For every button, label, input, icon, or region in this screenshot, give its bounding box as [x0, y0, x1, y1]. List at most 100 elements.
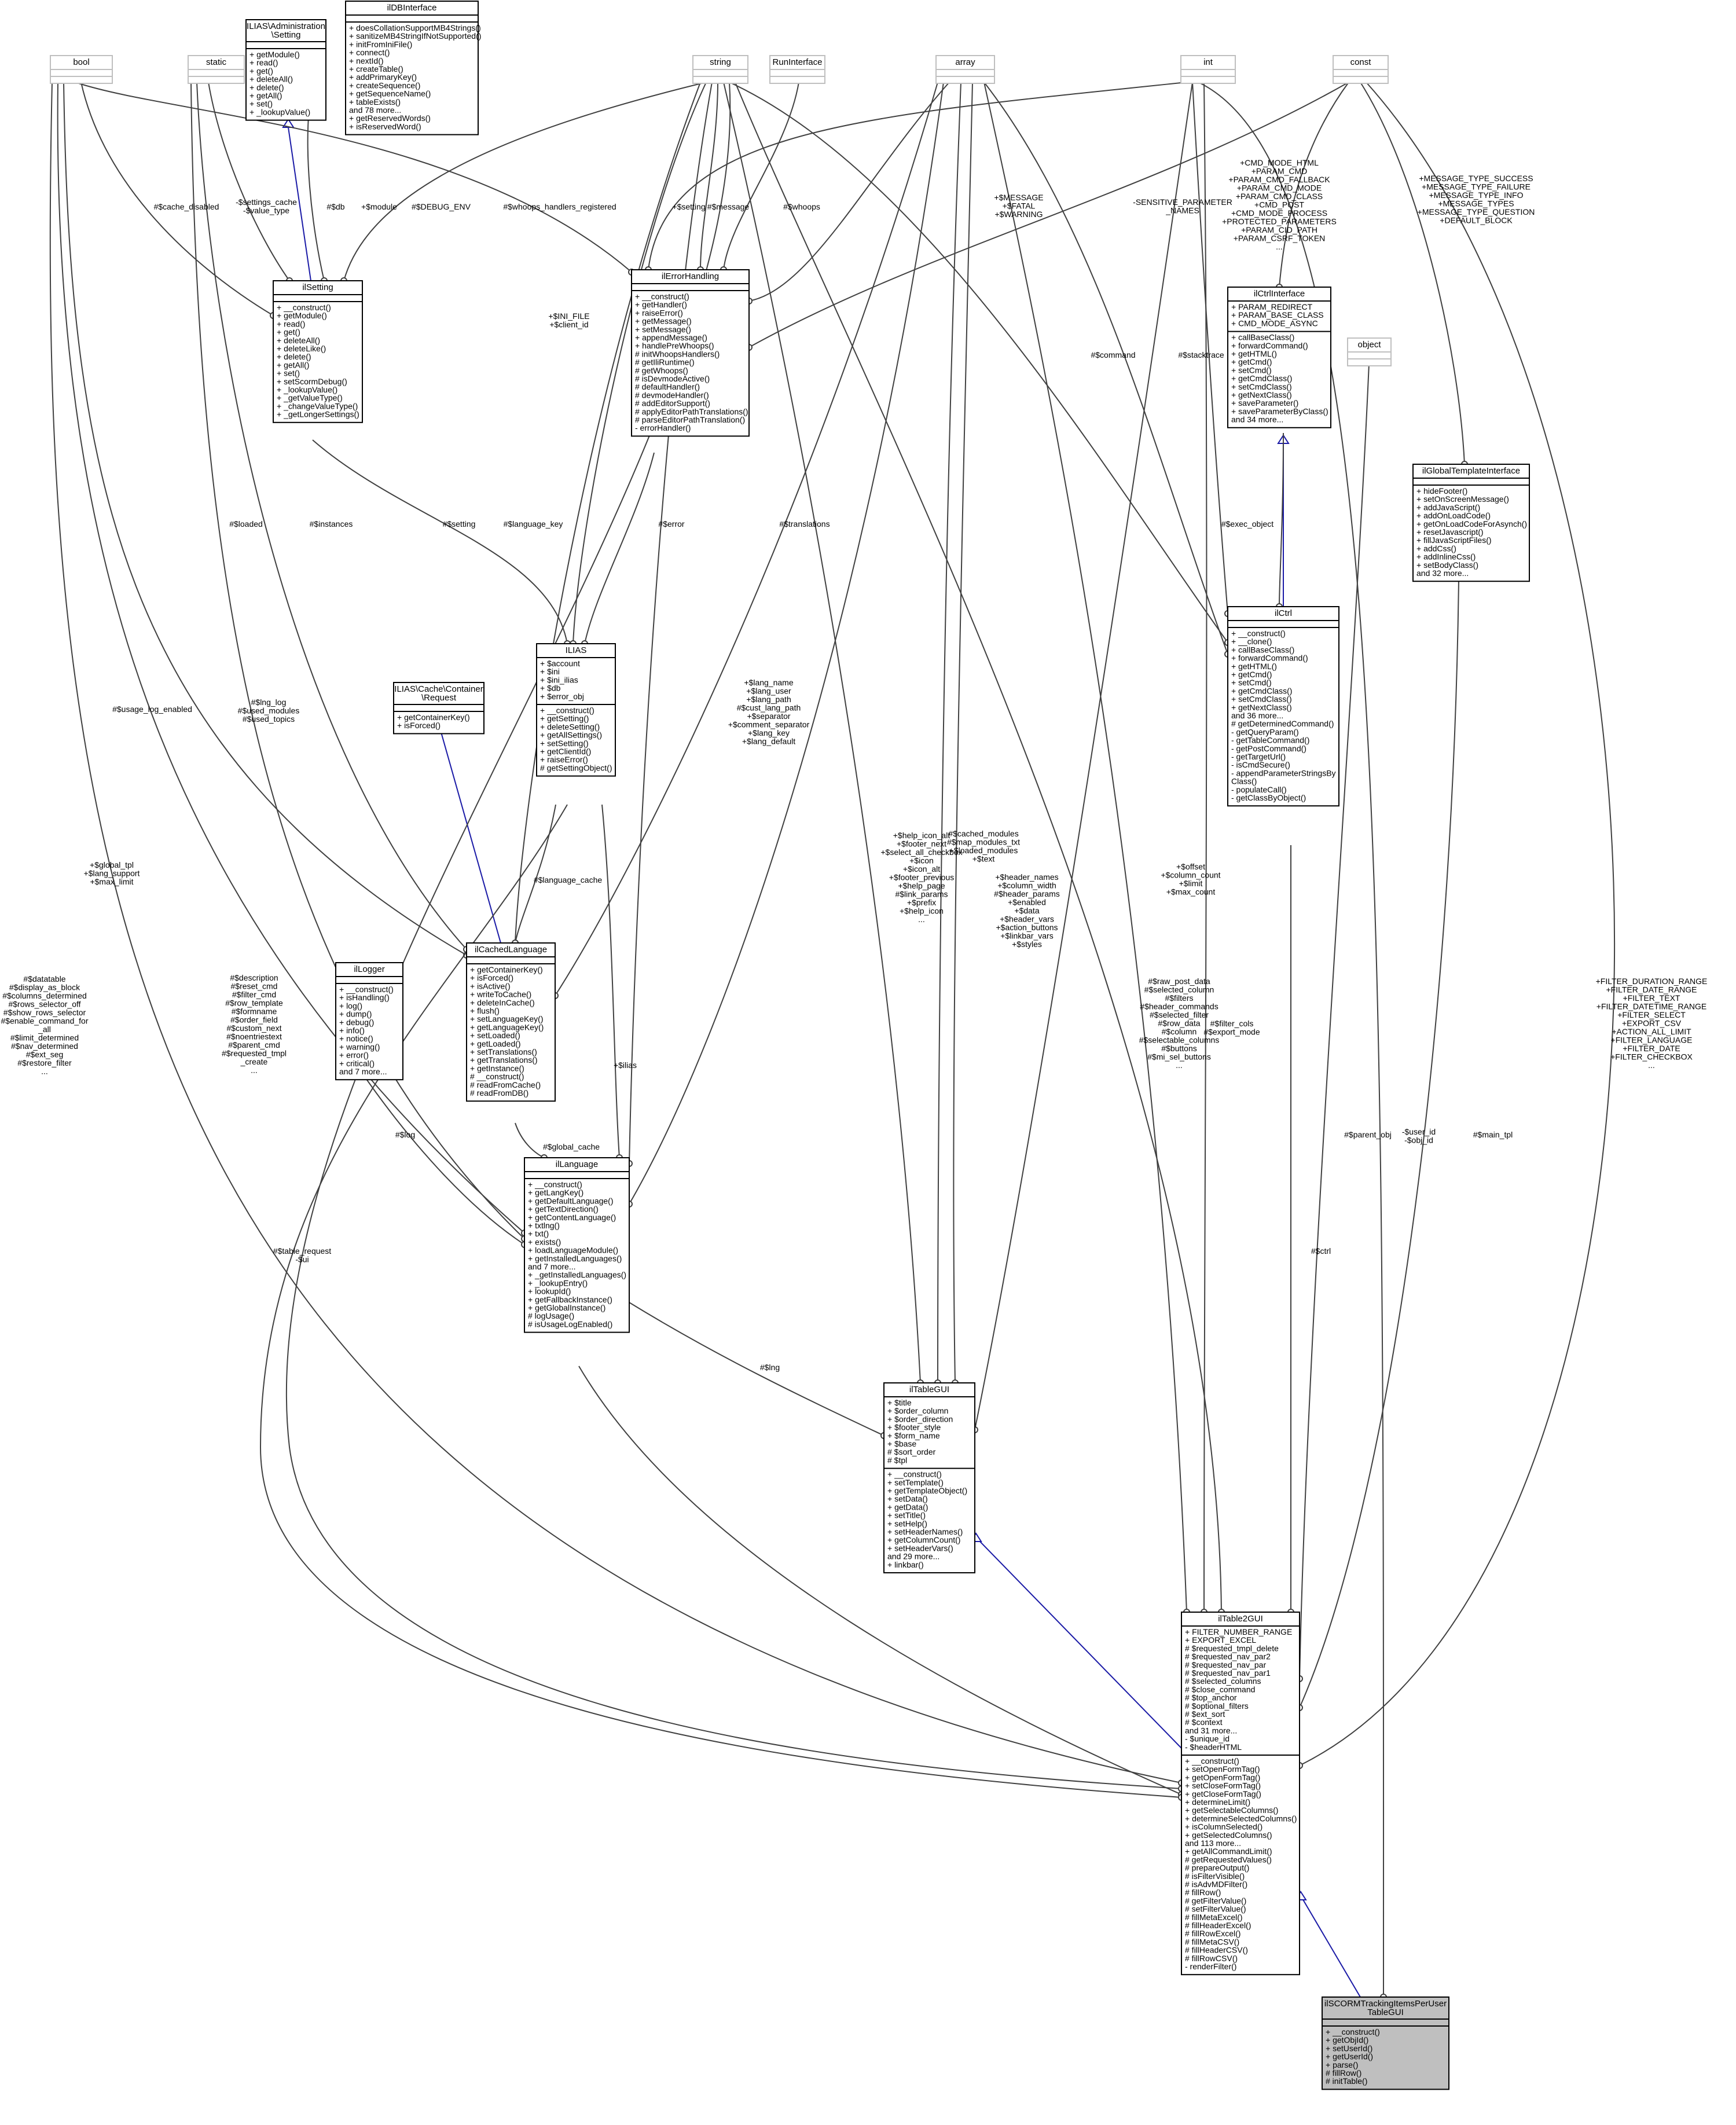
- edge-line: [723, 82, 921, 1383]
- edge-line: [1299, 82, 1616, 1766]
- edge-label-line: +$MESSAGE: [994, 193, 1043, 202]
- edge-label-line: +$icon_alt: [903, 864, 940, 874]
- edge-line: [63, 82, 467, 956]
- class-box-ilCtrl: ilCtrl+ __construct()+ __clone()+ callBa…: [1227, 606, 1339, 807]
- class-method: # initWhoopsHandlers(): [635, 349, 720, 358]
- edge-label-line: +MESSAGE_TYPE_INFO: [1429, 190, 1524, 200]
- edge-request-inherit: [432, 719, 501, 944]
- edge-label-line: +PARAM_CMD: [1251, 167, 1308, 176]
- class-method: # readFromDB(): [470, 1088, 528, 1098]
- class-method: + callBaseClass(): [1231, 645, 1294, 654]
- class-method: + getInstance(): [470, 1063, 524, 1073]
- edge-label-help-icon: +$help_icon_alt+$footer_next+$select_all…: [880, 831, 962, 924]
- class-method: # readFromCache(): [470, 1080, 541, 1089]
- edge-label-error: #$error: [658, 519, 684, 529]
- class-box-int: int: [1180, 55, 1236, 84]
- class-method: + saveParameterByClass(): [1231, 406, 1328, 416]
- class-method: + read(): [277, 319, 305, 328]
- edge-label-line: +$setting: [672, 202, 705, 211]
- class-method: + _getValueType(): [277, 393, 343, 402]
- edge-label-line: #$parent_cmd: [228, 1040, 280, 1049]
- edge-label-setting: +$setting: [672, 202, 705, 211]
- class-attribute: + $account: [540, 659, 580, 668]
- class-method: + addInlineCss(): [1416, 552, 1476, 561]
- class-name: bool: [73, 57, 89, 67]
- edge-label-line: +$FATAL: [1003, 201, 1036, 211]
- class-method: + getCmd(): [1231, 670, 1272, 679]
- class-attribute: # $selected_columns: [1185, 1676, 1261, 1686]
- edge-label-parent-obj: #$parent_obj: [1344, 1130, 1392, 1139]
- class-method: and 36 more...: [1231, 711, 1283, 720]
- edge-label-line: #$restore_filter: [17, 1058, 72, 1067]
- class-box-static: static: [188, 55, 245, 84]
- edge-label-line: #$buttons: [1161, 1044, 1197, 1053]
- edge-label-line: +$INI_FILE: [548, 311, 589, 321]
- edge-line: [343, 82, 707, 281]
- class-method: # isDevmodeActive(): [635, 374, 710, 383]
- class-method: + deleteLike(): [277, 344, 326, 353]
- class-method: + getInstalledLanguages(): [528, 1254, 622, 1263]
- class-method: + dump(): [339, 1010, 372, 1019]
- class-attribute: # $close_command: [1185, 1684, 1255, 1694]
- edge-label-line: +$column_width: [997, 881, 1056, 890]
- class-method: + deleteSetting(): [540, 722, 600, 731]
- edge-line: [974, 82, 1193, 1430]
- edge-label-datatable: #$datatable#$display_as_block#$columns_d…: [1, 974, 89, 1076]
- class-name: ilDBInterface: [387, 3, 437, 13]
- class-method: + __construct(): [635, 292, 689, 301]
- edge-label-ini-file: +$INI_FILE+$client_id: [548, 311, 589, 329]
- edge-line: [515, 804, 556, 944]
- class-method: # getIliRuntime(): [635, 358, 695, 367]
- edge-label-line: +$client_id: [549, 320, 588, 329]
- edge-object-table2: [1296, 363, 1370, 1682]
- class-method: + getLoaded(): [470, 1039, 521, 1048]
- class-method: + getSelectableColumns(): [1185, 1805, 1278, 1815]
- edge-label-usage-log: #$usage_log_enabled: [112, 704, 192, 714]
- class-box-array: array: [935, 55, 995, 84]
- class-method: + setHeaderVars(): [887, 1543, 953, 1553]
- edge-label-line: #$error: [658, 519, 684, 529]
- edge-label-line: +FILTER_DATE_RANGE: [1606, 985, 1697, 994]
- edge-line: [1299, 578, 1459, 1708]
- class-method: + getLangKey(): [528, 1188, 583, 1197]
- edge-label-line: +$icon: [909, 856, 934, 865]
- class-method: # isAdvMDFilter(): [1185, 1880, 1247, 1889]
- edge-label-line: +MESSAGE_TYPE_SUCCESS: [1419, 174, 1533, 183]
- class-method: # fillHeaderCSV(): [1185, 1946, 1248, 1955]
- class-method: # initTable(): [1326, 2076, 1367, 2086]
- class-method: + getFallbackInstance(): [528, 1295, 612, 1304]
- class-method: + setLoaded(): [470, 1031, 520, 1040]
- class-method: + _lookupEntry(): [528, 1278, 588, 1287]
- class-method: - errorHandler(): [635, 423, 691, 432]
- class-method: - getQueryParam(): [1231, 727, 1299, 736]
- edge-line: [983, 82, 1187, 1613]
- edge-line: [748, 82, 950, 302]
- edge-label-line: +$column_count: [1161, 871, 1220, 880]
- edge-label-line: #$whoops: [783, 202, 820, 211]
- class-name: object: [1357, 340, 1381, 350]
- edge-label-description: #$description#$reset_cmd#$filter_cmd#$ro…: [222, 973, 287, 1075]
- edge-label-line: +$max_limit: [90, 877, 133, 886]
- edge-label-loaded: #$loaded: [229, 519, 263, 529]
- class-box-frame: [1412, 464, 1530, 582]
- edge-label-line: #$rows_selector_off: [8, 1000, 80, 1009]
- edge-bool-lang: [57, 82, 528, 1236]
- class-method: + getSetting(): [540, 714, 589, 723]
- class-method: + critical(): [339, 1059, 375, 1068]
- edge-label-line: #$whoops_handlers_registered: [503, 202, 616, 211]
- class-method: + getAll(): [249, 91, 282, 100]
- class-name: ilCachedLanguage: [475, 945, 547, 955]
- edge-line: [578, 1366, 1182, 1795]
- class-name: \Request: [421, 693, 457, 703]
- class-method: + getAllCommandLimit(): [1185, 1847, 1272, 1856]
- class-method: + getLanguageKey(): [470, 1022, 544, 1032]
- class-method: + getHandler(): [635, 300, 687, 309]
- class-method: + isActive(): [470, 981, 511, 990]
- edge-label-line: +$ilias: [614, 1060, 637, 1070]
- edge-label-line: +$max_count: [1166, 887, 1216, 897]
- class-method: + getCmdClass(): [1231, 686, 1292, 695]
- edge-line: [57, 82, 525, 1234]
- class-attribute: # $requested_nav_par1: [1185, 1668, 1271, 1678]
- edge-label-line: #$display_as_block: [9, 983, 80, 992]
